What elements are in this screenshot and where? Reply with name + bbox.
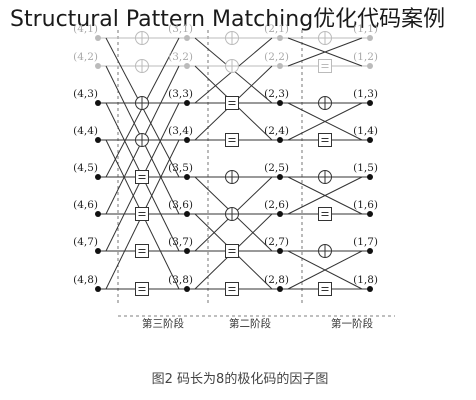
- node-label: (4,5): [73, 162, 98, 174]
- equality-node-icon: [225, 282, 239, 296]
- node-label: (2,5): [264, 162, 289, 174]
- stage-label: 第三阶段: [142, 317, 184, 330]
- node-r6-c3: [277, 211, 283, 217]
- node-label: (1,8): [353, 274, 378, 286]
- node-r3-c1: [95, 100, 101, 106]
- cross-s3-1b: [287, 37, 363, 67]
- node-r2-c2: [184, 63, 190, 69]
- node-r8-c2: [184, 286, 190, 292]
- page-title: Structural Pattern Matching优化代码案例: [10, 7, 446, 32]
- node-r4-c1: [95, 137, 101, 143]
- node-label: (4,6): [73, 199, 98, 211]
- figure-caption: 图2 码长为8的极化码的因子图: [152, 371, 329, 387]
- equality-node-icon: [318, 133, 332, 147]
- node-label: (2,8): [264, 274, 289, 286]
- equality-node-icon: [318, 282, 332, 296]
- node-r4-c4: [367, 137, 373, 143]
- node-r1-c3: [277, 35, 283, 41]
- equality-node-icon: [135, 282, 149, 296]
- node-r3-c3: [277, 100, 283, 106]
- cross-s3-2b: [287, 102, 363, 141]
- operators: [135, 31, 332, 296]
- node-label: (1,7): [353, 236, 378, 248]
- node-label: (4,8): [73, 274, 98, 286]
- equality-node-icon: [318, 59, 332, 73]
- node-label: (1,1): [353, 23, 378, 35]
- equality-node-icon: [135, 207, 149, 221]
- node-r5-c1: [95, 174, 101, 180]
- node-label: (3,8): [168, 274, 193, 286]
- node-r1-c2: [184, 35, 190, 41]
- node-r7-c4: [367, 248, 373, 254]
- node-r2-c3: [277, 63, 283, 69]
- equality-node-icon: [225, 96, 239, 110]
- node-r4-c2: [184, 137, 190, 143]
- node-r8-c3: [277, 286, 283, 292]
- node-r6-c1: [95, 211, 101, 217]
- node-labels: (4,1) (3,1) (2,1) (1,1) (4,2) (3,2) (2,2) (1,2)…: [73, 23, 378, 286]
- node-r5-c2: [184, 174, 190, 180]
- node-r2-c4: [367, 63, 373, 69]
- node-r5-c4: [367, 174, 373, 180]
- equality-node-icon: [135, 170, 149, 184]
- node-label: (2,4): [264, 125, 289, 137]
- node-r6-c4: [367, 211, 373, 217]
- node-r4-c3: [277, 137, 283, 143]
- node-label: (2,3): [264, 88, 289, 100]
- node-r1-c4: [367, 35, 373, 41]
- node-r3-c2: [184, 100, 190, 106]
- node-r8-c1: [95, 286, 101, 292]
- node-r3-c4: [367, 100, 373, 106]
- node-label: (3,1): [168, 23, 193, 35]
- node-label: (1,5): [353, 162, 378, 174]
- node-label: (3,4): [168, 125, 193, 137]
- node-label: (4,7): [73, 236, 98, 248]
- node-label: (2,2): [264, 51, 289, 63]
- node-label: (3,6): [168, 199, 193, 211]
- node-r7-c1: [95, 248, 101, 254]
- cross-s3-3b: [287, 176, 363, 215]
- node-r6-c2: [184, 211, 190, 217]
- node-r5-c3: [277, 174, 283, 180]
- stage-dividers: [117, 30, 395, 317]
- stage-label: 第一阶段: [331, 317, 373, 330]
- node-label: (4,4): [73, 125, 98, 137]
- equality-node-icon: [225, 244, 239, 258]
- stage-label: 第二阶段: [229, 317, 271, 330]
- butterfly-connections: [105, 37, 363, 290]
- node-r8-c4: [367, 286, 373, 292]
- node-r7-c2: [184, 248, 190, 254]
- node-label: (1,4): [353, 125, 378, 137]
- node-label: (3,3): [168, 88, 193, 100]
- node-label: (4,2): [73, 51, 98, 63]
- equality-node-icon: [135, 244, 149, 258]
- node-label: (1,3): [353, 88, 378, 100]
- node-label: (4,3): [73, 88, 98, 100]
- node-label: (3,7): [168, 236, 193, 248]
- node-label: (2,6): [264, 199, 289, 211]
- node-label: (4,1): [73, 23, 98, 35]
- node-label: (2,7): [264, 236, 289, 248]
- node-label: (1,6): [353, 199, 378, 211]
- node-label: (1,2): [353, 51, 378, 63]
- node-label: (3,5): [168, 162, 193, 174]
- nodes: [95, 35, 373, 292]
- equality-node-icon: [225, 133, 239, 147]
- node-label: (2,1): [264, 23, 289, 35]
- cross-s3-4b: [287, 250, 363, 290]
- node-r1-c1: [95, 35, 101, 41]
- stage-labels: 第三阶段 第二阶段 第一阶段: [142, 317, 373, 330]
- node-r2-c1: [95, 63, 101, 69]
- equality-node-icon: [318, 207, 332, 221]
- node-r7-c3: [277, 248, 283, 254]
- node-label: (3,2): [168, 51, 193, 63]
